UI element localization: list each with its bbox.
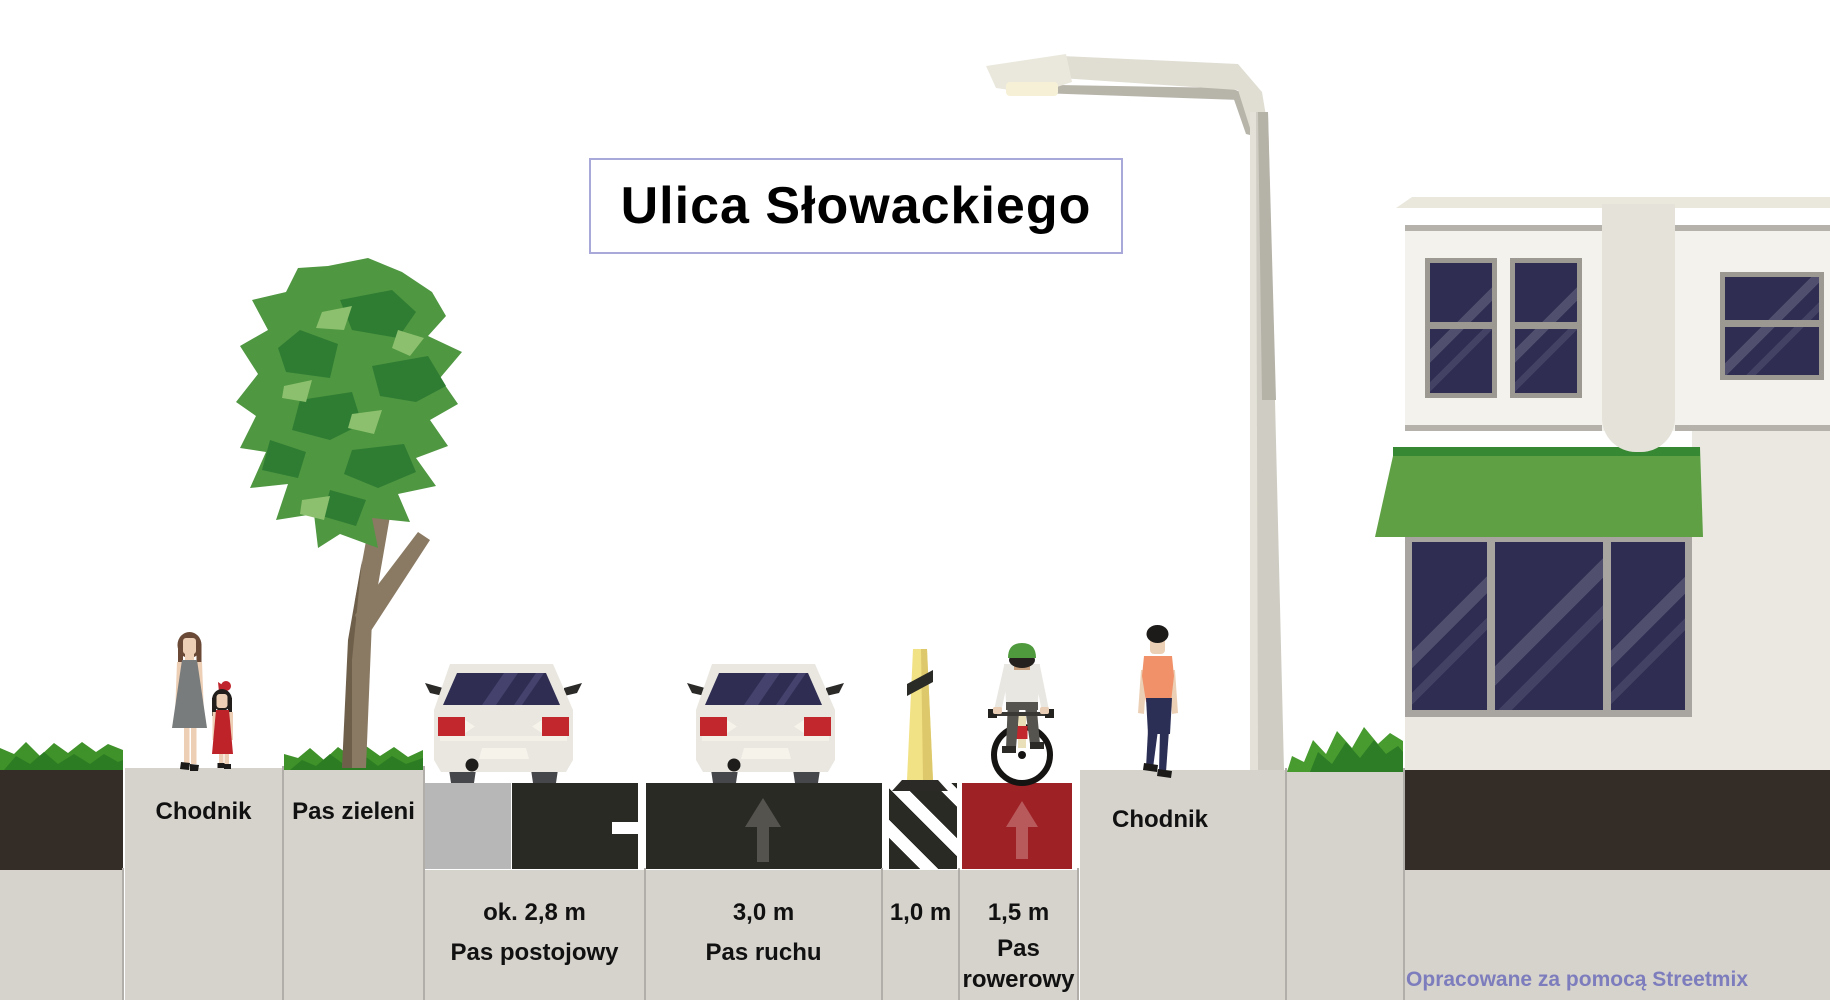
bike-lane-name: Pas rowerowy: [962, 935, 1075, 993]
parking-gutter-strip: [425, 783, 511, 869]
bike-lane-measure-label: 1,5 m Pas rowerowy: [960, 893, 1077, 995]
grass-left: [0, 742, 123, 770]
cyclist: [988, 643, 1054, 786]
sidewalk-left-surface: [125, 768, 282, 1000]
soil-block-left: [0, 765, 123, 870]
drive-lane-label-cell: [646, 870, 881, 1000]
segment-divider: [122, 868, 124, 1000]
car-parked: [425, 664, 582, 783]
drive-lane-name: Pas ruchu: [705, 939, 822, 966]
green-strip-surface: [284, 768, 423, 1000]
buffer-measure-label: 1,0 m: [883, 893, 958, 933]
segment-divider: [1285, 768, 1287, 1000]
segment-label-green-strip: Pas zieleni: [292, 798, 415, 825]
building-window-upper-3: [1720, 272, 1824, 380]
sidewalk-right-surface: [1080, 770, 1285, 1000]
segment-divider: [423, 766, 425, 1000]
segment-divider: [1077, 868, 1079, 1000]
bollard: [892, 649, 948, 791]
segment-divider: [1403, 768, 1405, 1000]
pedestrian-man: [1138, 625, 1178, 778]
car-driving: [687, 664, 844, 783]
bike-lane-width: 1,5 m: [987, 899, 1050, 926]
building-window-upper-1: [1425, 258, 1497, 398]
storefront-window-glass: [1495, 542, 1603, 710]
segment-label-sidewalk-right: Chodnik: [1112, 806, 1208, 833]
planting-strip-right-surface: [1287, 770, 1403, 1000]
drive-lane-measure-label: 3,0 m Pas ruchu: [646, 893, 881, 973]
building-facade-lower-right: [1692, 431, 1830, 770]
pedestrian-girl: [212, 681, 233, 769]
building-awning: [1375, 447, 1703, 537]
parking-name: Pas postojowy: [450, 939, 619, 966]
building-facade-below-storefront: [1405, 712, 1692, 770]
building-cornice: [1396, 197, 1830, 208]
segment-divider: [958, 868, 960, 1000]
parking-line-marking: [612, 822, 638, 834]
building-awning-top-band: [1393, 447, 1700, 456]
segment-divider: [644, 868, 646, 1000]
parking-width: ok. 2,8 m: [483, 899, 586, 926]
pedestrian-woman: [172, 632, 207, 771]
bike-lane-label-cell: [960, 870, 1077, 1000]
parking-measure-label: ok. 2,8 m Pas postojowy: [425, 893, 644, 973]
building-window-upper-2: [1510, 258, 1582, 398]
building-pilaster: [1602, 204, 1675, 452]
ground-cell-nature-left: [0, 870, 123, 1000]
storefront-window-glass: [1412, 542, 1487, 710]
drive-lane-width: 3,0 m: [732, 899, 795, 926]
parking-label-cell: [425, 870, 644, 1000]
tree-illustration: [236, 258, 462, 768]
drive-lane-arrow-up-icon: [745, 798, 781, 862]
bike-lane-arrow-up-icon: [1006, 801, 1038, 859]
segment-divider: [881, 868, 883, 1000]
building-band-line-left: [1405, 425, 1602, 431]
bush-right: [1287, 727, 1403, 772]
street-lamp: [986, 54, 1284, 770]
buffer-width: 1,0 m: [889, 899, 952, 926]
buffer-label-cell: [883, 870, 958, 1000]
segment-divider: [282, 766, 284, 1000]
buffer-asphalt-striped: [889, 783, 957, 869]
streetmix-credit-text: Opracowane za pomocą Streetmix: [1406, 968, 1748, 991]
soil-block-right: [1405, 770, 1830, 870]
building-band-line-right: [1675, 425, 1830, 431]
building-storefront-frame: [1405, 535, 1692, 717]
building-label-cell: [1405, 870, 1830, 1000]
storefront-window-glass: [1611, 542, 1685, 710]
street-name-text: Ulica Słowackiego: [620, 177, 1092, 235]
segment-label-sidewalk-left: Chodnik: [155, 798, 252, 825]
street-name-box: Ulica Słowackiego: [589, 158, 1123, 254]
